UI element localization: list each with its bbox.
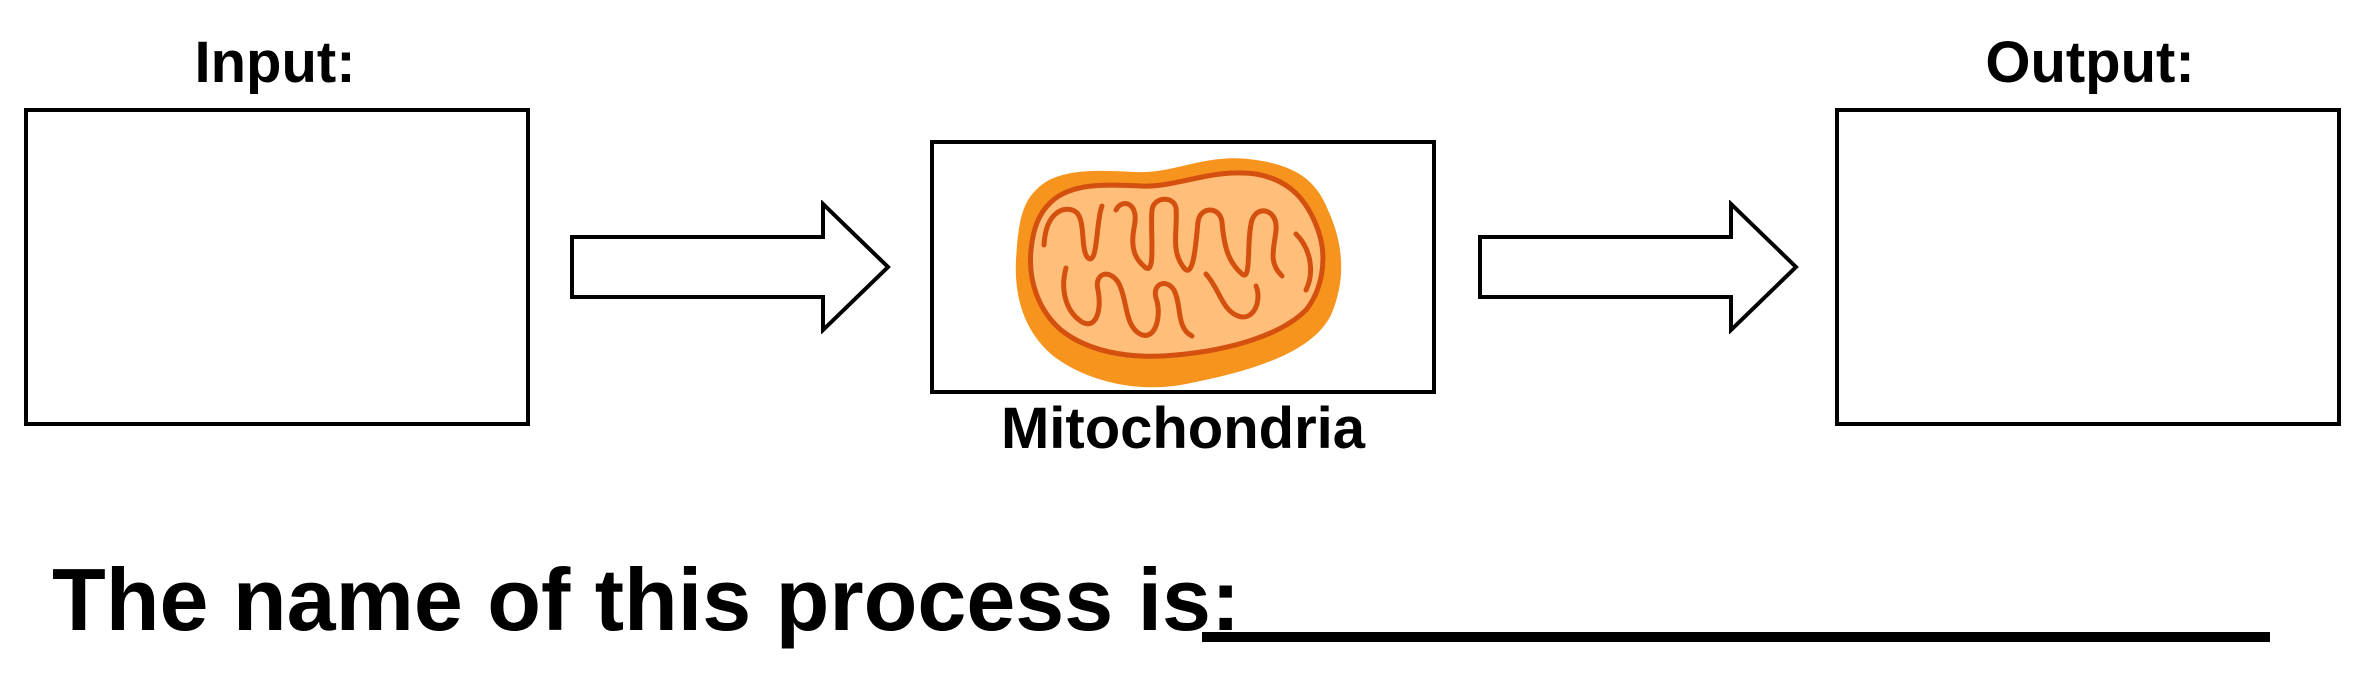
right-arrow-icon bbox=[570, 200, 891, 334]
answer-blank[interactable] bbox=[1202, 632, 2270, 642]
output-box bbox=[1835, 108, 2341, 426]
process-question: The name of this process is: bbox=[52, 556, 1240, 644]
output-label: Output: bbox=[1985, 30, 2195, 95]
mitochondrion-icon bbox=[1015, 158, 1342, 388]
mitochondria-label: Mitochondria bbox=[1000, 396, 1366, 461]
process-question-text: The name of this process is: bbox=[52, 550, 1241, 649]
right-arrow-icon bbox=[1478, 200, 1799, 334]
input-box bbox=[24, 108, 530, 426]
input-label: Input: bbox=[194, 30, 356, 95]
